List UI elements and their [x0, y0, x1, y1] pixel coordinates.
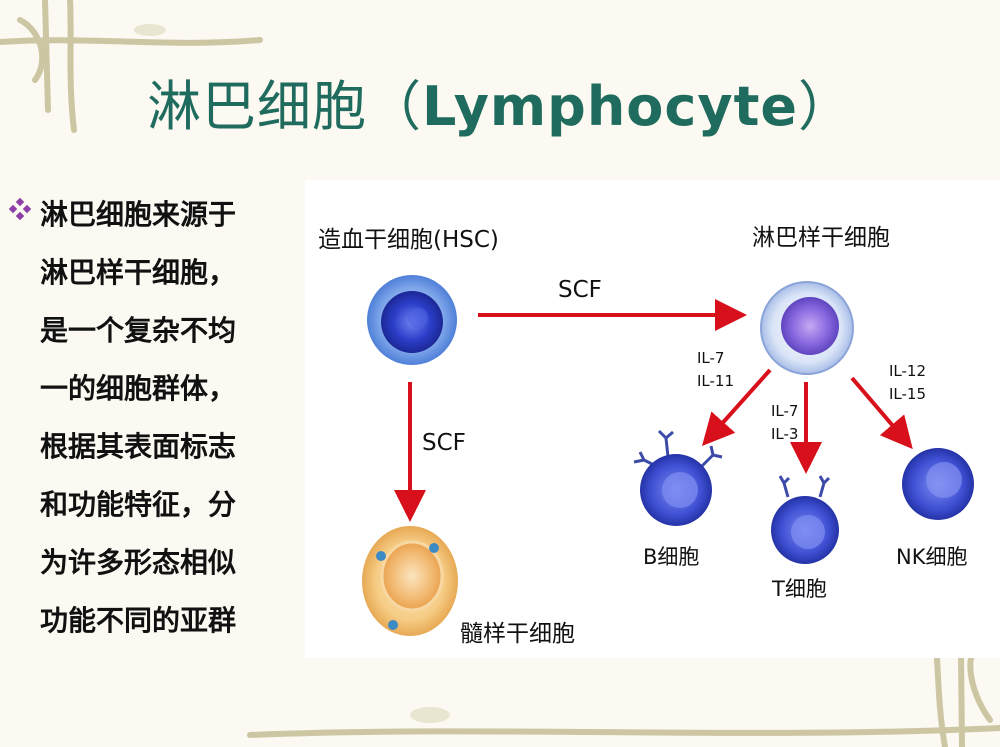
hsc-label: 造血干细胞(HSC) — [318, 220, 499, 254]
factor-label: IL-7 — [771, 400, 798, 423]
lymphoid-stem-cell — [761, 282, 853, 374]
hsc-cell — [367, 275, 457, 365]
factor-label: IL-11 — [697, 370, 734, 393]
b-cell-factors: IL-7 IL-11 — [697, 347, 734, 393]
b-cell-label: B细胞 — [643, 541, 699, 571]
factor-label: IL-7 — [697, 347, 734, 370]
t-cell-factors: IL-7 IL-3 — [771, 400, 798, 446]
t-cell — [771, 476, 839, 564]
myeloid-stem-cell — [362, 526, 458, 636]
nk-cell — [902, 448, 974, 520]
factor-label: IL-3 — [771, 423, 798, 446]
myeloid-stem-cell-label: 髓样干细胞 — [460, 614, 575, 648]
factor-label: IL-12 — [889, 360, 926, 383]
lymphoid-stem-cell-label: 淋巴样干细胞 — [752, 218, 890, 252]
scf-right-label: SCF — [558, 277, 602, 303]
t-cell-label: T细胞 — [772, 573, 827, 603]
factor-label: IL-15 — [889, 383, 926, 406]
b-cell — [634, 431, 722, 526]
scf-down-label: SCF — [422, 430, 466, 456]
nk-cell-label: NK细胞 — [896, 541, 967, 571]
nk-cell-factors: IL-12 IL-15 — [889, 360, 926, 406]
